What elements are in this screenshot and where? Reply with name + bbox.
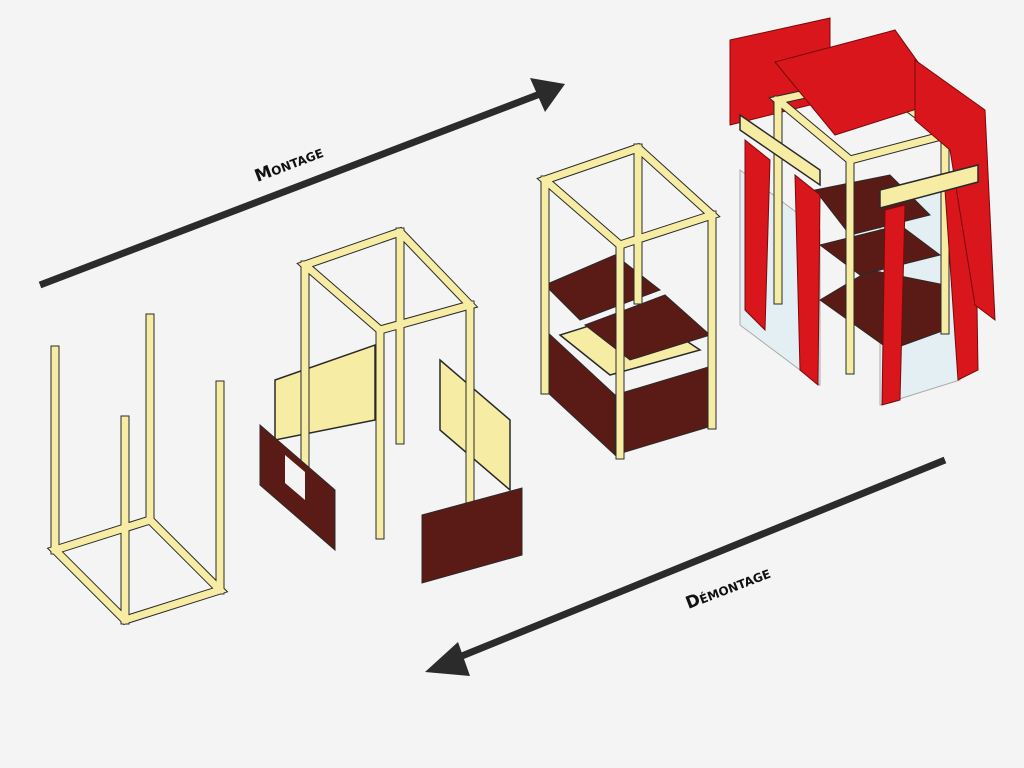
demontage-arrow [425, 456, 947, 676]
stage-2-frame-panels [259, 226, 523, 584]
stage-1-posts [46, 313, 229, 626]
stage-3-frame-shelves [536, 142, 721, 460]
stage-4-complete-theatre [729, 17, 996, 406]
montage-arrow [38, 78, 565, 289]
